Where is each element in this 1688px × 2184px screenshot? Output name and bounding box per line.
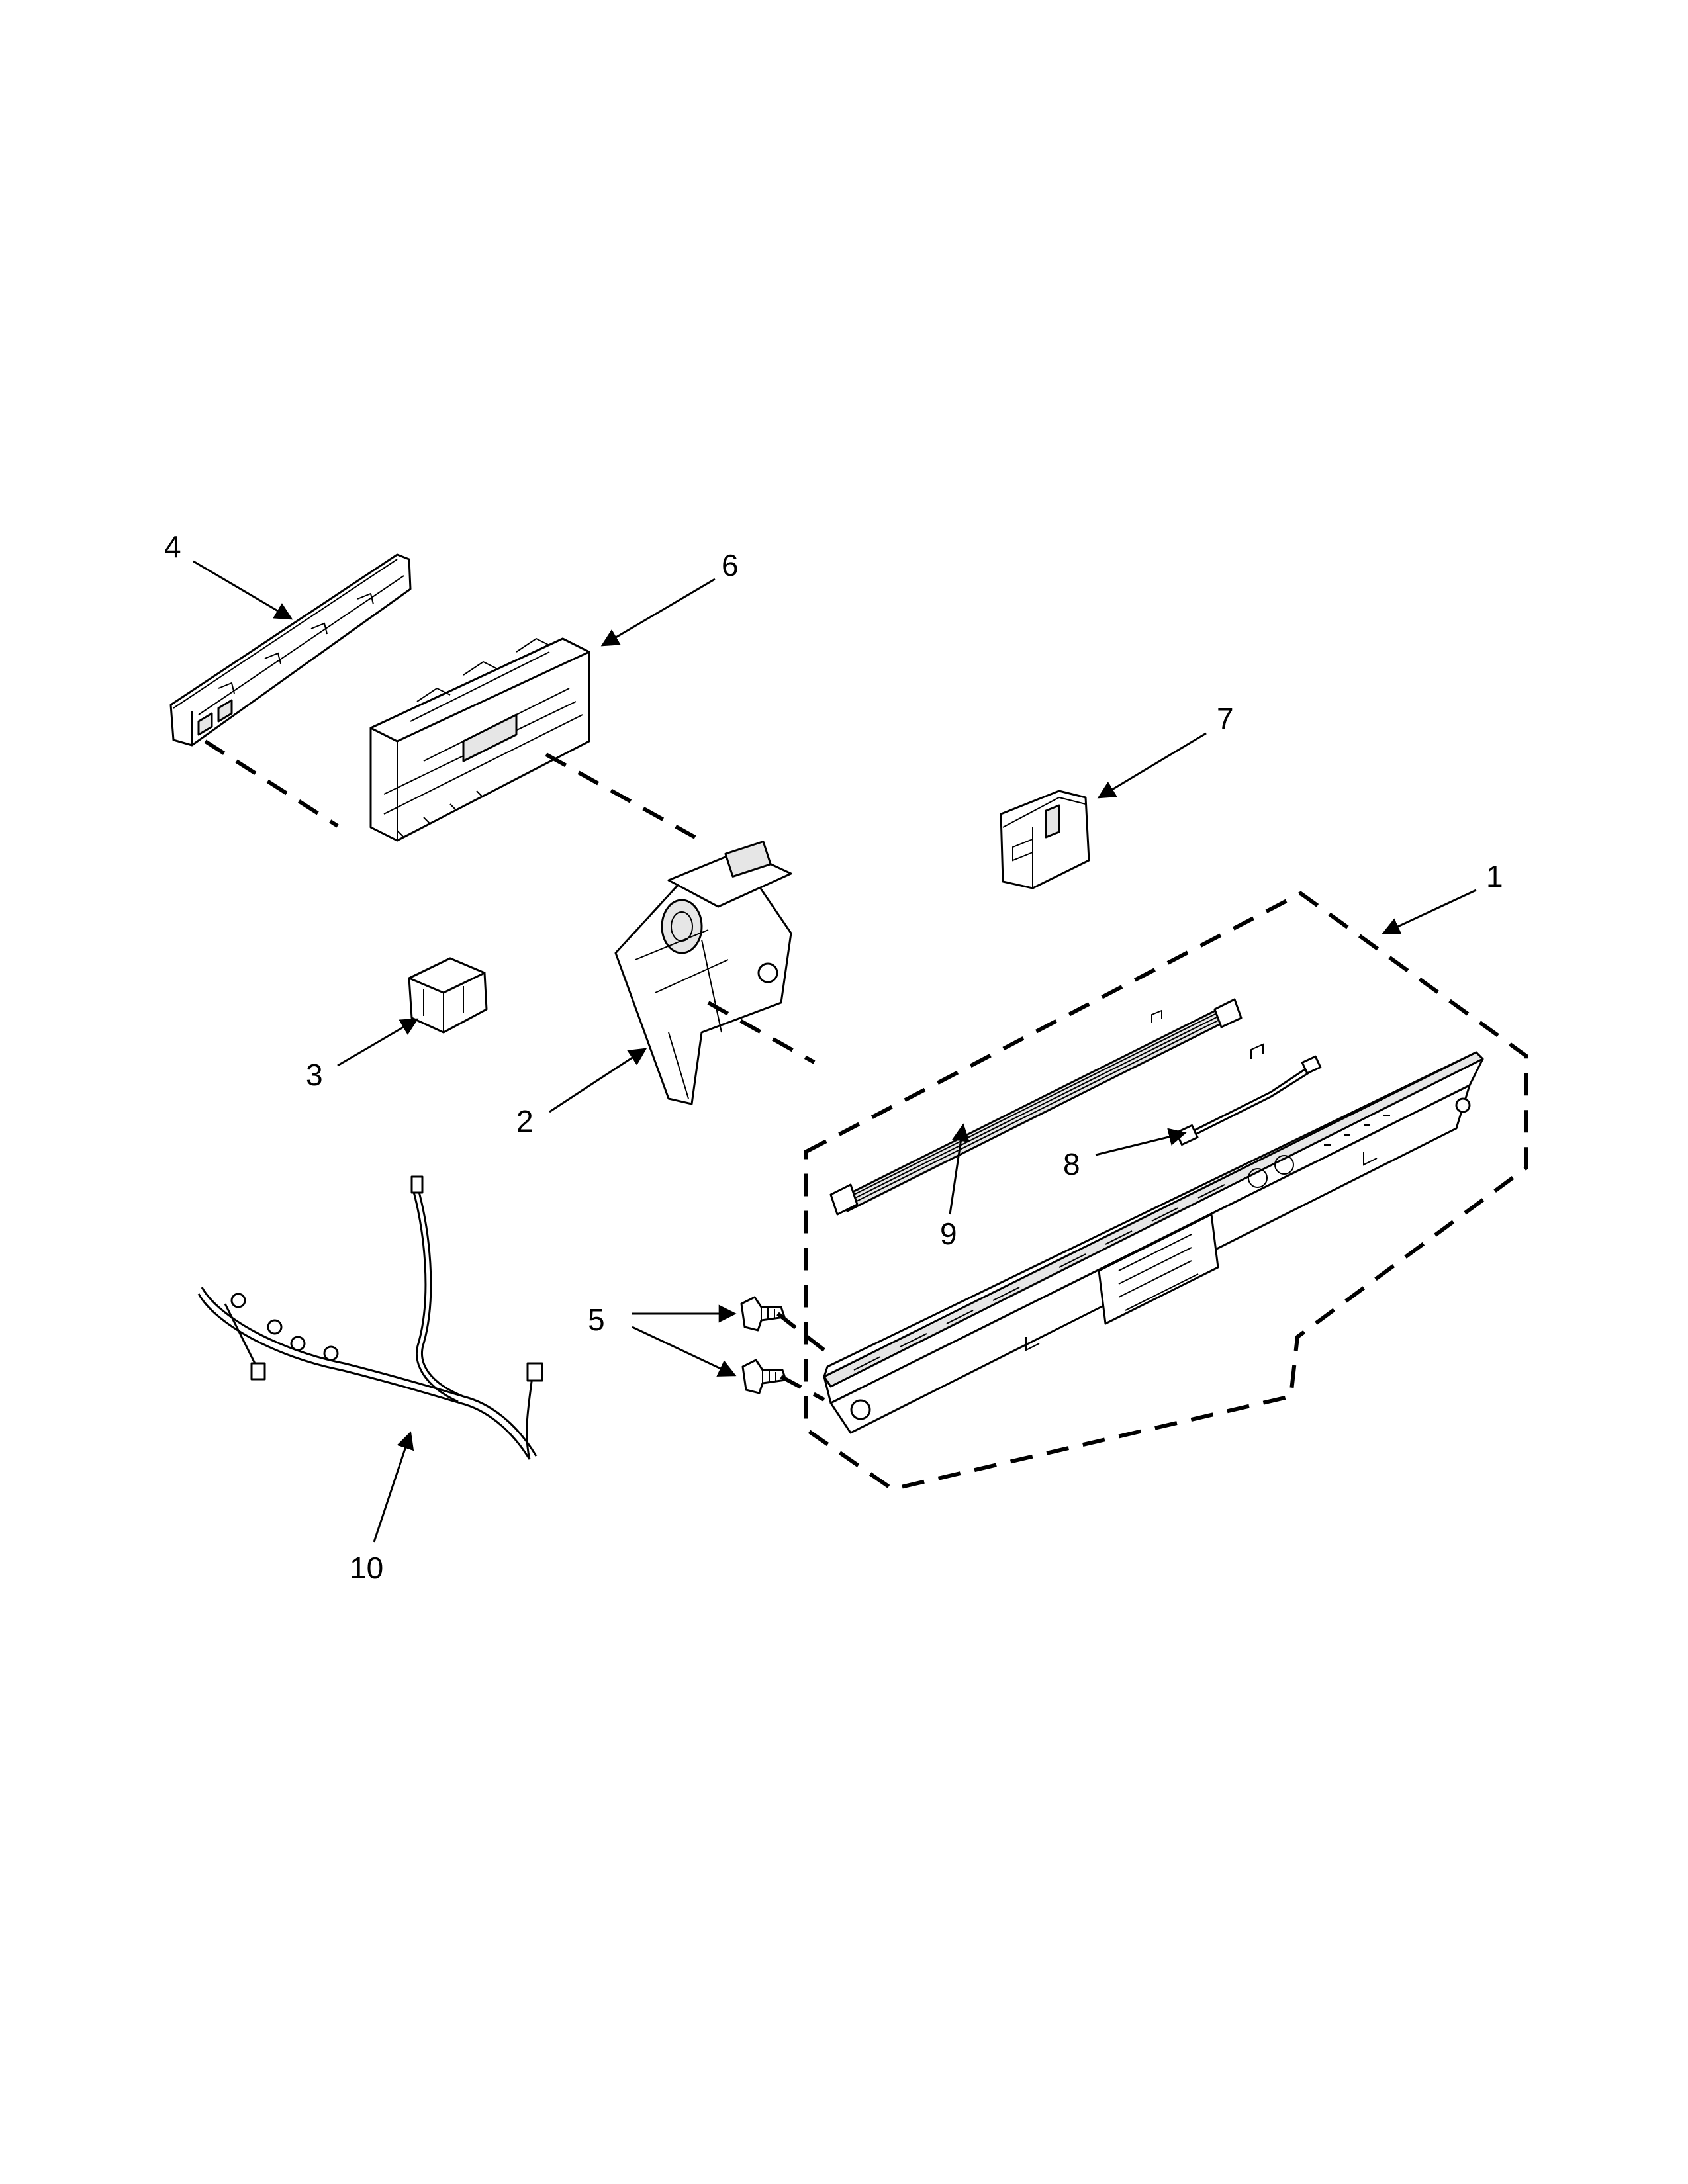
callout-3: 3 bbox=[306, 1058, 323, 1092]
leader-9 bbox=[949, 1123, 970, 1215]
callout-1: 1 bbox=[1486, 859, 1503, 893]
part-3-small-bracket[interactable] bbox=[408, 957, 488, 1034]
part-5-screws[interactable] bbox=[740, 1296, 787, 1394]
guide-line-4-to-6 bbox=[204, 739, 339, 828]
guide-line-2-to-1 bbox=[707, 1001, 816, 1064]
leader-4 bbox=[193, 560, 293, 620]
part-7-clip[interactable] bbox=[1000, 790, 1090, 889]
part-2-actuator-assembly[interactable] bbox=[614, 841, 792, 1105]
callout-2: 2 bbox=[516, 1104, 534, 1138]
guide-line-6-to-2 bbox=[545, 752, 696, 839]
callout-5: 5 bbox=[588, 1302, 605, 1337]
guide-line-5-upper bbox=[776, 1312, 825, 1352]
part-6-control-housing[interactable] bbox=[369, 637, 590, 842]
leader-5-lower bbox=[632, 1326, 737, 1377]
part-8-harness[interactable] bbox=[1175, 1043, 1322, 1146]
part-4-bracket[interactable] bbox=[169, 553, 412, 747]
leader-6 bbox=[600, 578, 716, 647]
callout-7: 7 bbox=[1217, 702, 1234, 736]
part-9-ribbon-harness[interactable] bbox=[829, 998, 1243, 1216]
leader-10 bbox=[373, 1431, 414, 1543]
leader-1 bbox=[1382, 889, 1477, 935]
callout-6: 6 bbox=[722, 548, 739, 582]
leader-7 bbox=[1097, 732, 1207, 799]
callout-8: 8 bbox=[1063, 1147, 1080, 1181]
callout-4: 4 bbox=[164, 529, 181, 564]
part-1-control-panel[interactable] bbox=[823, 1051, 1484, 1434]
callout-10: 10 bbox=[350, 1551, 383, 1585]
guide-line-5-lower bbox=[780, 1375, 825, 1402]
leader-2 bbox=[549, 1048, 647, 1113]
kit-boundary-dashed-box bbox=[804, 891, 1528, 1492]
leader-3 bbox=[337, 1018, 419, 1067]
part-10-wire-harness[interactable] bbox=[197, 1175, 543, 1460]
leader-8 bbox=[1095, 1128, 1187, 1156]
callout-9: 9 bbox=[940, 1216, 957, 1251]
